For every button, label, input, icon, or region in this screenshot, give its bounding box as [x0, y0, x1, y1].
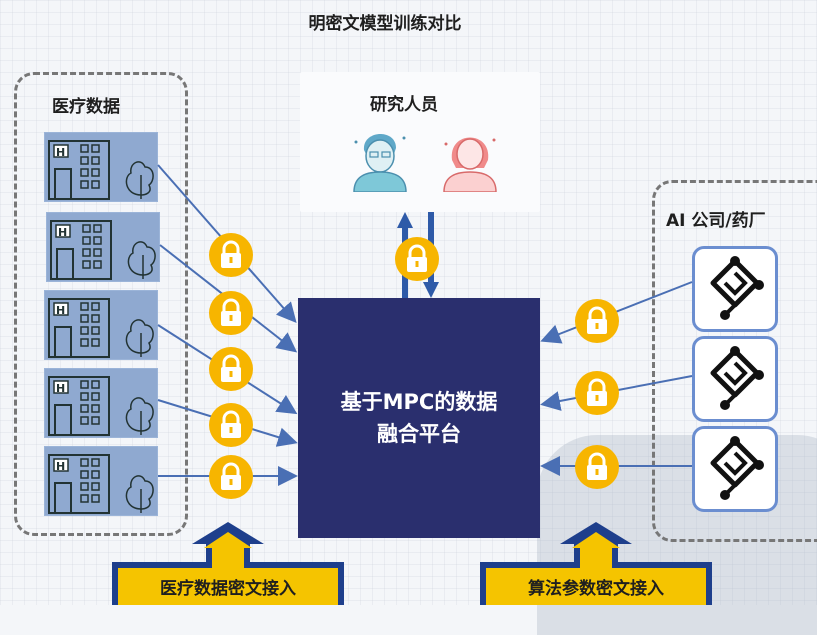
arrow-ai-1 — [540, 281, 693, 344]
researchers-panel: 研究人员 — [300, 72, 540, 212]
ai-algorithm-card — [692, 246, 778, 332]
platform-label: 基于MPC的数据融合平台 — [340, 390, 498, 446]
ai-company-label: AI 公司/药厂 — [666, 211, 766, 231]
researcher-female-icon — [443, 137, 497, 192]
algorithm-upload-arrow — [480, 522, 712, 605]
svg-text:H: H — [56, 146, 65, 159]
svg-text:H: H — [56, 460, 65, 473]
mpc-platform: 基于MPC的数据融合平台 — [298, 298, 540, 538]
medical-data-label: 医疗数据 — [52, 97, 120, 117]
hospital-card: H — [44, 446, 158, 516]
lock-icon — [209, 455, 253, 499]
hospital-card: H — [46, 212, 160, 282]
hospital-card: H — [44, 132, 158, 202]
hospital-icon: H — [48, 454, 154, 514]
hospital-icon: H — [48, 298, 154, 358]
lock-icon — [575, 445, 619, 489]
svg-text:H: H — [58, 226, 67, 239]
lock-icon — [575, 371, 619, 415]
lock-icon — [209, 403, 253, 447]
connector-arrows — [157, 164, 693, 486]
diagram-title: 明密文模型训练对比 — [308, 14, 462, 34]
ai-algorithm-card — [692, 336, 778, 422]
hospital-card: H — [44, 290, 158, 360]
ai-company-group — [652, 180, 817, 542]
hospital-icon: H — [48, 140, 154, 200]
medical-upload-arrow — [112, 522, 344, 605]
algorithm-node-icon — [710, 436, 764, 500]
researchers-label: 研究人员 — [370, 95, 438, 115]
algorithm-node-icon — [710, 346, 764, 410]
lock-icon — [209, 347, 253, 391]
medical-upload-label: 医疗数据密文接入 — [160, 579, 296, 599]
hospital-icon: H — [50, 220, 156, 280]
ai-algorithm-card — [692, 426, 778, 512]
medical-data-group — [14, 72, 188, 536]
lock-icon — [209, 291, 253, 335]
lock-icon — [575, 299, 619, 343]
researcher-male-icon — [353, 133, 407, 192]
svg-text:H: H — [56, 304, 65, 317]
lock-icon — [209, 233, 253, 277]
algorithm-upload-label: 算法参数密文接入 — [528, 579, 664, 599]
svg-text:H: H — [56, 382, 65, 395]
hospital-card: H — [44, 368, 158, 438]
hospital-icon: H — [48, 376, 154, 436]
algorithm-node-icon — [710, 256, 764, 320]
lock-icon — [395, 237, 439, 281]
